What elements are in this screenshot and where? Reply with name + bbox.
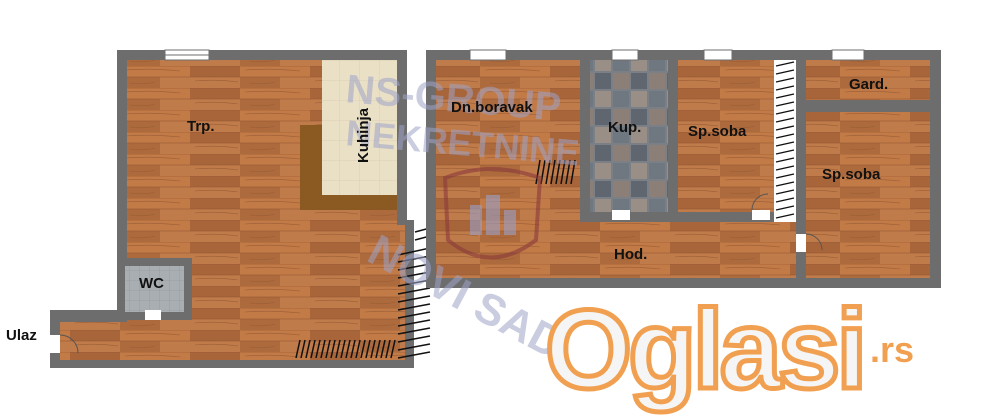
room-label-bath: Kup. <box>608 119 641 136</box>
wc-door-gap <box>145 310 161 320</box>
bathroom-floor <box>590 60 668 212</box>
dayroom-floor <box>436 60 580 225</box>
kitchen-counter-bottom <box>300 195 397 210</box>
room-label-bedroom2: Sp.soba <box>822 166 881 183</box>
bedroom2-floor <box>806 112 930 278</box>
wardrobe-strip <box>774 60 796 222</box>
room-label-wc: WC <box>139 275 164 292</box>
bedroom1-floor <box>678 60 774 212</box>
entrance-door <box>50 335 60 353</box>
kitchen-counter-wood <box>300 125 322 210</box>
bedroom2-door-gap <box>796 234 806 252</box>
left-unit <box>50 49 431 368</box>
window-wardrobe <box>831 49 865 61</box>
shield-logo-icon <box>442 167 543 260</box>
window-dayroom <box>469 49 507 61</box>
oglasi-logo: Oglasi .rs <box>543 285 915 415</box>
room-label-kitchen: Kuhinja <box>355 107 372 163</box>
room-label-hall: Hod. <box>614 246 647 263</box>
kitchen-floor <box>322 60 397 195</box>
bedroom1-door-gap <box>752 210 770 220</box>
logo-suffix-text: .rs <box>870 329 914 370</box>
stairs-dayroom <box>535 159 576 185</box>
room-label-living: Trp. <box>187 118 215 135</box>
window-bedroom1 <box>703 49 733 61</box>
wardrobe-floor <box>806 60 930 100</box>
room-label-wardrobe: Gard. <box>849 76 888 93</box>
stairs-bottom <box>295 339 396 359</box>
wc-floor <box>125 266 184 312</box>
window-bathroom <box>611 49 639 61</box>
room-label-entrance: Ulaz <box>6 327 37 344</box>
bath-door-gap <box>612 210 630 220</box>
corridor-wall <box>60 318 127 322</box>
room-label-dayroom: Dn.boravak <box>451 99 533 116</box>
room-label-bedroom1: Sp.soba <box>688 123 747 140</box>
logo-main-text: Oglasi <box>545 287 863 412</box>
wardrobe-hatch <box>775 61 795 219</box>
